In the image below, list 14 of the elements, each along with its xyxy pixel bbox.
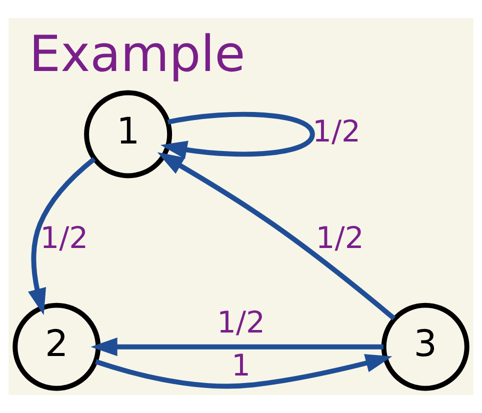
arrow — [157, 152, 396, 320]
arrow — [90, 338, 384, 356]
node-circle: 2 — [12, 302, 101, 391]
arrow — [160, 112, 315, 160]
diagram-title: Example — [29, 25, 246, 84]
node-circle: 3 — [381, 302, 470, 391]
arrow — [95, 354, 392, 389]
edge-label: 1/2 — [316, 220, 364, 256]
edge-label: 1 — [231, 348, 251, 384]
edge-label: 1/2 — [40, 220, 88, 256]
arrow — [28, 157, 96, 316]
node-circle: 1 — [84, 90, 172, 178]
edge-label: 1/2 — [312, 114, 361, 150]
edge-label: 1/2 — [216, 306, 266, 341]
